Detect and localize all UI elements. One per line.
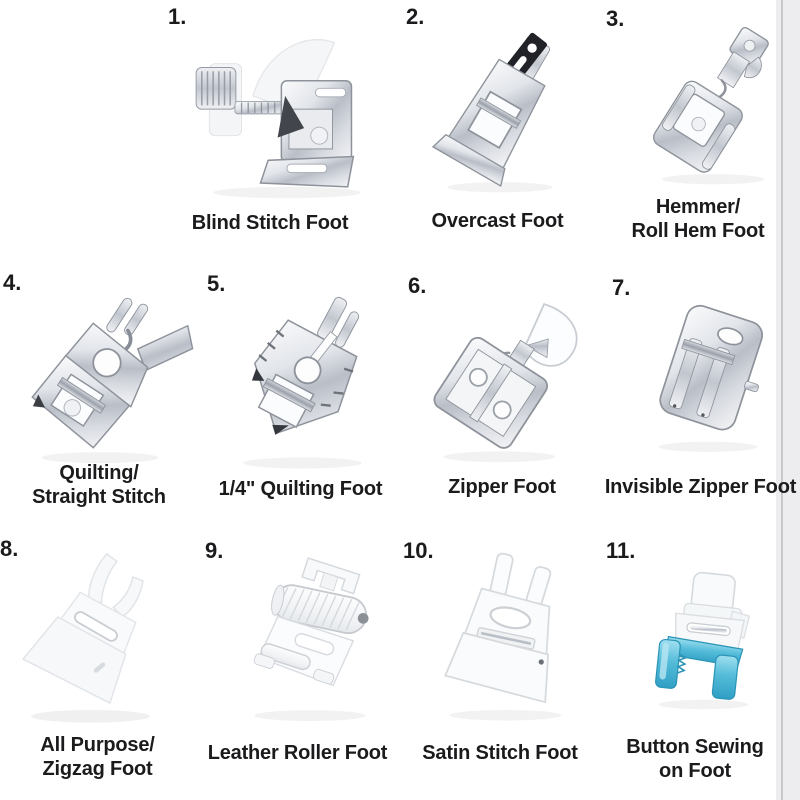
overcast-foot-photo	[431, 32, 553, 193]
item-number: 9.	[205, 538, 224, 563]
item-number: 2.	[406, 4, 425, 29]
item-label: Leather Roller Foot	[207, 742, 388, 764]
satin-stitch-foot-photo	[444, 552, 562, 721]
item-number: 1.	[168, 4, 187, 29]
item-hemmer-roll-hem-foot: 3. Hemmer/ Roll Hem Foot	[598, 0, 798, 258]
item-label: Quilting/ Straight Stitch	[32, 462, 166, 508]
item-satin-stitch-foot: 10. Satin Stitch Foot	[400, 520, 600, 800]
item-label: 1/4" Quilting Foot	[218, 478, 383, 500]
right-edge-band	[776, 0, 800, 800]
item-number: 7.	[612, 275, 631, 300]
item-zipper-foot: 6. Zipper Foot	[403, 262, 601, 517]
button-sewing-on-foot-photo	[655, 571, 751, 710]
item-quilting-straight-stitch: 4. Quilting/ Straight Stitch	[0, 262, 198, 517]
quarter-inch-quilting-foot-photo	[243, 296, 362, 469]
item-leather-roller-foot: 9.	[195, 520, 400, 800]
item-number: 5.	[207, 271, 226, 296]
item-blind-stitch-foot: 1. Blind Stitch Foot	[140, 0, 400, 258]
right-edge-line	[781, 0, 783, 800]
leather-roller-foot-photo	[253, 557, 369, 721]
item-number: 10.	[403, 538, 434, 563]
item-number: 8.	[0, 536, 19, 561]
item-number: 11.	[606, 538, 636, 563]
item-all-purpose-zigzag-foot: 8. All Purpose/ Zigzag Foot	[0, 520, 195, 800]
item-button-sewing-on-foot: 11. Button Sewing on Foot	[600, 520, 790, 800]
hemmer-roll-hem-foot-photo	[653, 26, 769, 185]
item-overcast-foot: 2. Overcast Foot	[400, 0, 595, 258]
zipper-foot-photo	[433, 303, 578, 463]
item-label: Hemmer/ Roll Hem Foot	[631, 196, 765, 242]
item-quarter-inch-quilting-foot: 5. 1/4" Quilting Foot	[198, 262, 403, 517]
item-label: Overcast Foot	[431, 210, 564, 232]
item-number: 4.	[3, 270, 22, 295]
invisible-zipper-foot-photo	[658, 304, 764, 452]
blind-stitch-foot-photo	[195, 38, 361, 199]
item-label: All Purpose/ Zigzag Foot	[40, 734, 155, 780]
item-invisible-zipper-foot: 7. Invisible Zipper Foot	[601, 262, 800, 517]
item-label: Blind Stitch Foot	[191, 212, 349, 234]
all-purpose-zigzag-foot-photo	[21, 552, 150, 723]
item-label: Zipper Foot	[448, 476, 556, 498]
item-label: Button Sewing on Foot	[626, 736, 764, 782]
item-label: Satin Stitch Foot	[422, 742, 578, 764]
item-number: 6.	[408, 273, 427, 298]
quilting-straight-stitch-foot-photo	[31, 297, 194, 464]
item-label: Invisible Zipper Foot	[604, 476, 797, 498]
item-number: 3.	[606, 6, 625, 31]
